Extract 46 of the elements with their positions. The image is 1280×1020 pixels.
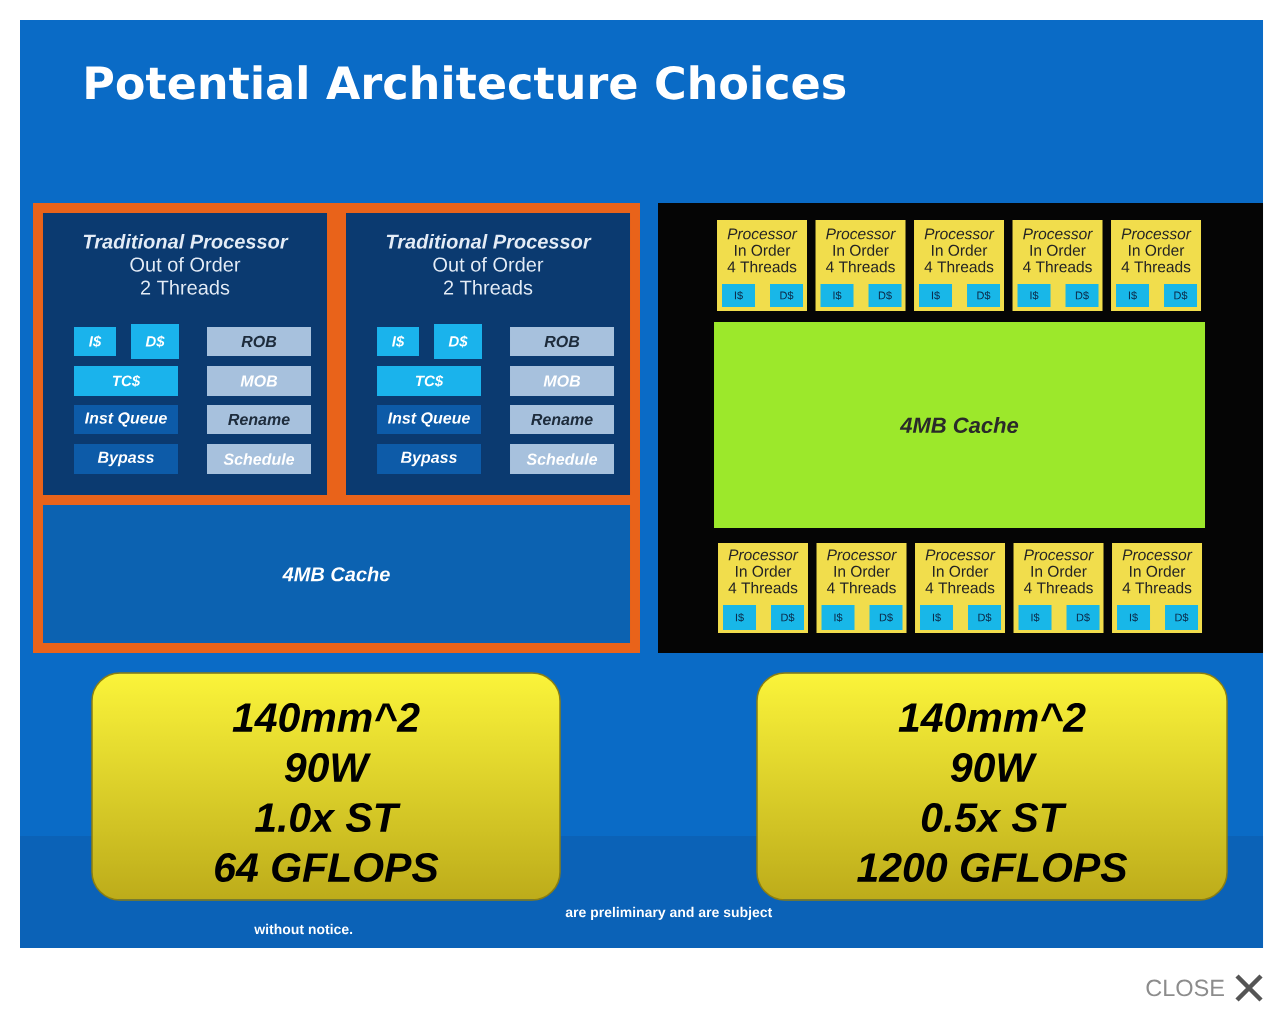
cache-block: D$ <box>1165 605 1198 630</box>
cache-block: I$ <box>1017 284 1051 307</box>
unit-block: MOB <box>510 366 614 396</box>
footer-note: are preliminary and are subject <box>565 906 773 920</box>
cache-block: D$ <box>1065 284 1099 307</box>
cache-block: I$ <box>919 284 952 307</box>
cache-block: TC$ <box>377 366 481 396</box>
unit-block: ROB <box>207 327 311 356</box>
cache-block: I$ <box>821 605 855 630</box>
cache-block: D$ <box>967 284 1000 307</box>
unit-block: Schedule <box>510 444 614 474</box>
cache-block: I$ <box>920 605 953 630</box>
footer-note: without notice. <box>254 923 353 935</box>
unit-block: Rename <box>510 405 614 434</box>
cache-block: TC$ <box>74 366 178 396</box>
cache-block: I$ <box>74 327 116 356</box>
unit-block: Schedule <box>207 444 311 474</box>
cache-block: D$ <box>434 324 482 359</box>
shared-cache-block: 4MB Cache <box>714 322 1205 528</box>
cache-block: I$ <box>722 284 755 307</box>
cache-block: I$ <box>1018 605 1052 630</box>
cache-block: D$ <box>869 605 903 630</box>
unit-block: Rename <box>207 405 311 434</box>
slide-title: Potential Architecture Choices <box>86 65 846 100</box>
cache-block: D$ <box>1164 284 1197 307</box>
unit-block: Inst Queue <box>74 405 178 434</box>
unit-block: ROB <box>510 327 614 356</box>
unit-block: Inst Queue <box>377 405 481 434</box>
cache-block: D$ <box>131 324 179 359</box>
cache-block: D$ <box>771 605 804 630</box>
close-label: CLOSE <box>1146 979 1224 997</box>
unit-block: Bypass <box>377 444 481 474</box>
stats-callout: 140mm^2 90W 0.5x ST 1200 GFLOPS <box>756 672 1228 901</box>
cache-block: I$ <box>1116 284 1149 307</box>
cache-block: I$ <box>377 327 419 356</box>
cache-block: D$ <box>1066 605 1100 630</box>
cache-block: I$ <box>820 284 854 307</box>
cache-block: I$ <box>1117 605 1150 630</box>
cache-block: D$ <box>968 605 1001 630</box>
shared-cache-block: 4MB Cache <box>43 505 630 643</box>
cache-block: I$ <box>723 605 756 630</box>
cache-block: D$ <box>770 284 803 307</box>
cache-block: D$ <box>868 284 902 307</box>
unit-block: Bypass <box>74 444 178 474</box>
unit-block: MOB <box>207 366 311 396</box>
stats-callout: 140mm^2 90W 1.0x ST 64 GFLOPS <box>91 672 561 901</box>
